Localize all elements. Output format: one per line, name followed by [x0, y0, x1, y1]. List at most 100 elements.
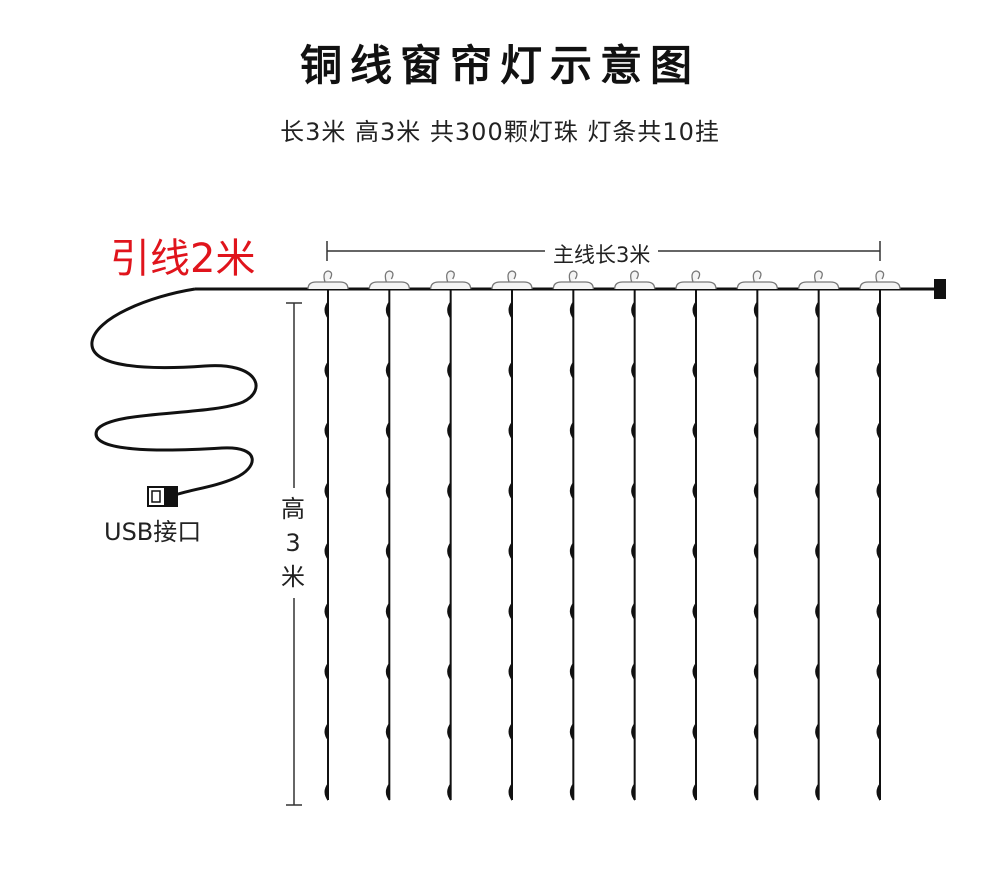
light-bead	[508, 783, 512, 801]
light-bead	[815, 542, 819, 560]
light-bead	[876, 662, 880, 681]
light-bead	[876, 481, 880, 500]
light-bead	[569, 722, 574, 741]
light-bead	[447, 301, 451, 319]
light-bead	[753, 662, 758, 681]
light-bead	[631, 602, 635, 621]
light-bead	[569, 421, 574, 440]
light-bead	[631, 301, 635, 319]
light-bead	[447, 421, 451, 440]
light-bead	[876, 361, 880, 380]
light-bead	[324, 662, 328, 681]
light-bead	[324, 542, 328, 560]
light-bead	[876, 542, 880, 560]
light-bead	[631, 542, 635, 560]
light-bead	[447, 542, 451, 560]
light-bead	[876, 722, 880, 741]
diagram-title: 铜线窗帘灯示意图	[299, 41, 700, 90]
light-bead	[753, 602, 758, 621]
light-bead	[508, 361, 512, 380]
light-bead	[692, 662, 696, 681]
light-bead	[324, 421, 328, 440]
light-bead	[508, 722, 512, 741]
light-bead	[815, 602, 819, 621]
strand-hook	[368, 270, 410, 290]
light-bead	[447, 722, 451, 741]
light-bead	[815, 481, 819, 500]
strand-hook	[491, 270, 533, 290]
light-bead	[631, 722, 635, 741]
light-bead	[815, 722, 819, 741]
light-bead	[692, 722, 696, 741]
light-bead	[753, 783, 758, 801]
light-bead	[631, 421, 635, 440]
light-bead	[385, 783, 390, 801]
light-bead	[753, 301, 758, 319]
light-bead	[876, 602, 880, 621]
light-strands	[307, 270, 901, 801]
light-bead	[447, 783, 451, 801]
usb-plug-icon	[147, 486, 178, 507]
light-bead	[385, 301, 390, 319]
strand-hook	[859, 270, 901, 290]
light-bead	[692, 602, 696, 621]
lead-wire-label: 引线2米	[110, 236, 256, 282]
light-bead	[876, 301, 880, 319]
light-bead	[815, 301, 819, 319]
light-bead	[876, 421, 880, 440]
light-bead	[385, 662, 390, 681]
main-line-length-label: 主线长3米	[545, 239, 659, 269]
light-bead	[815, 662, 819, 681]
strand-hook	[798, 270, 840, 290]
strand-hook	[675, 270, 717, 290]
light-bead	[324, 301, 328, 319]
light-bead	[569, 361, 574, 380]
diagram-subtitle: 长3米 高3米 共300颗灯珠 灯条共10挂	[280, 118, 720, 146]
light-bead	[508, 421, 512, 440]
light-bead	[447, 602, 451, 621]
strand-hook	[552, 270, 594, 290]
height-label-char: 米	[281, 563, 305, 591]
light-bead	[385, 722, 390, 741]
height-label-char: 3	[285, 529, 301, 557]
light-bead	[815, 421, 819, 440]
height-label: 高 3 米	[278, 488, 308, 598]
light-bead	[631, 481, 635, 500]
light-bead	[324, 361, 328, 380]
light-bead	[385, 602, 390, 621]
strand-hook	[430, 270, 472, 290]
light-bead	[692, 481, 696, 500]
light-bead	[447, 662, 451, 681]
usb-port-label: USB接口	[104, 518, 202, 546]
light-bead	[324, 481, 328, 500]
light-bead	[385, 421, 390, 440]
light-bead	[631, 662, 635, 681]
light-bead	[692, 542, 696, 560]
light-bead	[692, 421, 696, 440]
light-bead	[385, 542, 390, 560]
light-bead	[569, 783, 574, 801]
light-bead	[508, 481, 512, 500]
light-bead	[569, 301, 574, 319]
light-bead	[692, 301, 696, 319]
strand-hook	[614, 270, 656, 290]
light-bead	[753, 722, 758, 741]
light-bead	[569, 481, 574, 500]
lead-wire-coil	[90, 287, 258, 498]
light-bead	[631, 783, 635, 801]
light-bead	[324, 722, 328, 741]
light-bead	[753, 421, 758, 440]
light-bead	[631, 361, 635, 380]
light-bead	[385, 481, 390, 500]
light-bead	[508, 542, 512, 560]
light-bead	[508, 662, 512, 681]
light-bead	[569, 602, 574, 621]
light-bead	[692, 783, 696, 801]
light-bead	[753, 361, 758, 380]
light-bead	[447, 481, 451, 500]
light-bead	[815, 361, 819, 380]
light-bead	[508, 602, 512, 621]
height-label-char: 高	[281, 495, 305, 523]
light-bead	[692, 361, 696, 380]
